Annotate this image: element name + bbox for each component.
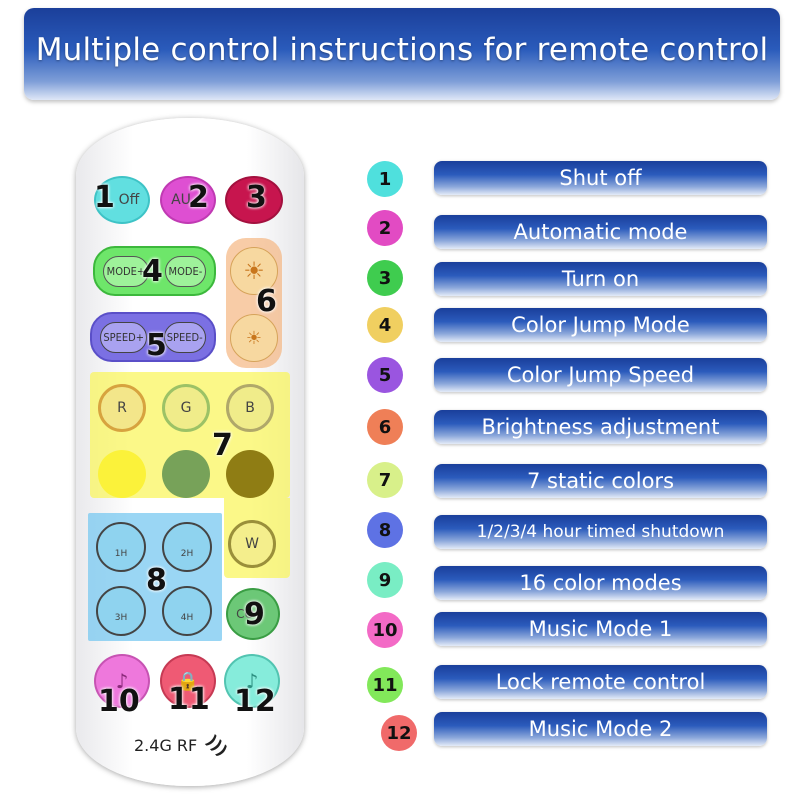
mode-pill: MODE+ MODE-: [93, 246, 216, 296]
timer-2h-button[interactable]: 2H: [162, 522, 212, 572]
lock-button[interactable]: 🔒: [160, 654, 216, 708]
music-note-icon: ♪: [245, 669, 259, 693]
banner-title: Multiple control instructions for remote…: [35, 32, 769, 68]
legend-number-8: 8: [367, 512, 403, 548]
music-mode-2-button[interactable]: ♪: [224, 654, 280, 708]
remote-number-5: 5: [146, 328, 167, 363]
brightness-up-button[interactable]: ☀: [230, 247, 278, 295]
legend-number-text: 9: [378, 569, 392, 591]
legend-label-5: Color Jump Speed: [434, 358, 767, 392]
legend-label-12: Music Mode 2: [434, 712, 767, 746]
legend-label-9: 16 color modes: [434, 566, 767, 600]
legend-number-6: 6: [367, 409, 403, 445]
remote-number-7: 7: [212, 428, 233, 463]
legend-number-text: 5: [378, 364, 392, 386]
music-note-icon: ♪: [115, 669, 129, 693]
blue-button-label: B: [245, 400, 255, 416]
remote-number-8: 8: [146, 563, 167, 598]
green-color-button[interactable]: [162, 450, 210, 498]
legend-number-7: 7: [367, 462, 403, 498]
legend-number-text: 2: [378, 217, 392, 239]
legend-number-text: 1: [378, 168, 392, 190]
brightness-down-button[interactable]: ☀: [230, 314, 278, 362]
legend-label-11: Lock remote control: [434, 665, 767, 699]
legend-number-text: 4: [378, 314, 392, 336]
legend-number-11: 11: [367, 667, 403, 703]
legend-number-3: 3: [367, 260, 403, 296]
remote-number-12: 12: [234, 684, 276, 719]
legend-number-12: 12: [381, 715, 417, 751]
music-mode-1-button[interactable]: ♪: [94, 654, 150, 708]
green-button[interactable]: G: [162, 384, 210, 432]
legend-number-text: 12: [386, 722, 412, 744]
color-mode-label: CO: [236, 607, 254, 621]
lock-icon: 🔒: [176, 670, 200, 692]
legend-label-7: 7 static colors: [434, 464, 767, 498]
yellow-color-button[interactable]: [98, 450, 146, 498]
alarm-clock-icon: 1H: [114, 549, 128, 559]
legend-label-6: Brightness adjustment: [434, 410, 767, 444]
timer-1h-button[interactable]: 1H: [96, 522, 146, 572]
title-banner: Multiple control instructions for remote…: [24, 8, 780, 100]
legend-number-text: 7: [378, 469, 392, 491]
remote-number-4: 4: [142, 254, 163, 289]
legend-number-2: 2: [367, 210, 403, 246]
timer-3h-button[interactable]: 3H: [96, 586, 146, 636]
legend-label-3: Turn on: [434, 262, 767, 296]
power-on-button[interactable]: [225, 176, 283, 224]
auto-button[interactable]: AU: [160, 176, 216, 224]
blue-button[interactable]: B: [226, 384, 274, 432]
remote-number-6: 6: [256, 284, 277, 319]
legend-number-text: 3: [378, 267, 392, 289]
remote-number-9: 9: [244, 597, 265, 632]
color-mode-button[interactable]: CO: [226, 588, 280, 640]
legend-label-8: 1/2/3/4 hour timed shutdown: [434, 515, 767, 549]
legend-number-5: 5: [367, 357, 403, 393]
red-button-label: R: [117, 400, 127, 416]
legend-number-9: 9: [367, 562, 403, 598]
legend-number-4: 4: [367, 307, 403, 343]
mode-plus-button[interactable]: MODE+: [102, 255, 150, 287]
remote-number-2: 2: [188, 180, 209, 215]
remote-number-11: 11: [168, 682, 210, 717]
alarm-clock-icon: 2H: [180, 549, 194, 559]
speed-minus-button[interactable]: SPEED-: [163, 321, 206, 353]
legend-number-10: 10: [367, 612, 403, 648]
legend-label-4: Color Jump Mode: [434, 308, 767, 342]
legend-number-text: 6: [378, 416, 392, 438]
legend-label-1: Shut off: [434, 161, 767, 195]
legend-number-text: 10: [372, 619, 398, 641]
speed-plus-button[interactable]: SPEED+: [100, 321, 148, 353]
legend-number-text: 11: [372, 674, 398, 696]
white-button-label: W: [245, 536, 259, 552]
legend-label-2: Automatic mode: [434, 215, 767, 249]
rf-label-text: 2.4G RF: [134, 736, 198, 755]
white-button[interactable]: W: [228, 520, 276, 568]
legend-label-10: Music Mode 1: [434, 612, 767, 646]
remote-number-10: 10: [98, 684, 140, 719]
remote-number-3: 3: [246, 180, 267, 215]
auto-button-label: AU: [171, 192, 191, 208]
legend-number-1: 1: [367, 161, 403, 197]
rf-label: 2.4G RF ))): [134, 731, 232, 760]
green-button-label: G: [180, 400, 192, 416]
off-button-label: Off: [118, 192, 140, 208]
legend-number-text: 8: [378, 519, 392, 541]
alarm-clock-icon: 4H: [180, 613, 194, 623]
speed-pill: SPEED+ SPEED-: [90, 312, 216, 362]
sun-icon: ☀: [245, 327, 263, 349]
off-button[interactable]: Off: [94, 176, 150, 224]
olive-color-button[interactable]: [226, 450, 274, 498]
alarm-clock-icon: 3H: [114, 613, 128, 623]
red-button[interactable]: R: [98, 384, 146, 432]
sun-icon: ☀: [243, 257, 265, 285]
mode-minus-button[interactable]: MODE-: [164, 255, 207, 287]
remote-number-1: 1: [94, 180, 115, 215]
timer-4h-button[interactable]: 4H: [162, 586, 212, 636]
